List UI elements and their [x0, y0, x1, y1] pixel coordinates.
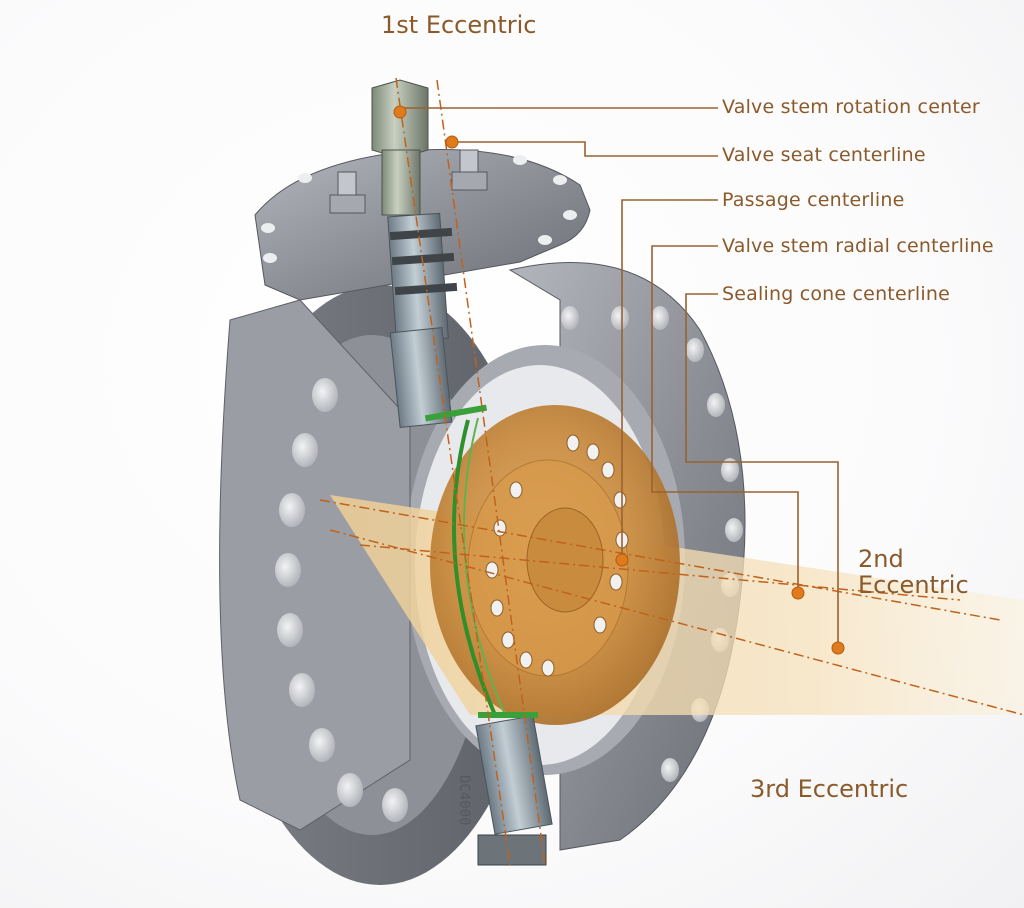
top-bolts: [329, 149, 488, 214]
callout-valve-seat-centerline: Valve seat centerline: [722, 144, 926, 166]
callout-stem-rotation-center: Valve stem rotation center: [722, 96, 980, 118]
disc-bolt-holes: [485, 434, 629, 677]
valve-stem-upper: [371, 79, 488, 429]
callout-sealing-cone-centerline: Sealing cone centerline: [722, 283, 950, 305]
stem-radial-center-point: [791, 586, 805, 600]
top-flange-bolt-holes: [261, 155, 577, 263]
disc-hub: [526, 507, 604, 613]
callout-stem-radial-centerline: Valve stem radial centerline: [722, 235, 994, 257]
left-ring-bolt-holes: [275, 378, 408, 822]
second-eccentric-label: 2nd Eccentric: [858, 545, 969, 599]
seat-center-point: [445, 135, 459, 149]
center-lines: [319, 77, 1024, 866]
passage-center-point: [615, 553, 629, 567]
first-eccentric-label: 1st Eccentric: [381, 11, 537, 39]
third-eccentric-label: 3rd Eccentric: [750, 775, 909, 803]
stem-rotation-center-point: [393, 105, 407, 119]
callout-leader-lines: [400, 107, 839, 648]
valve-stem-lower: [475, 712, 553, 866]
seal-ring-green: [452, 419, 497, 716]
callout-passage-centerline: Passage centerline: [722, 189, 905, 211]
body-marking-text: DC4000: [456, 775, 472, 826]
sealing-cone-center-point: [831, 641, 845, 655]
center-point-markers: [393, 105, 845, 655]
section-cut-face: [219, 299, 411, 831]
